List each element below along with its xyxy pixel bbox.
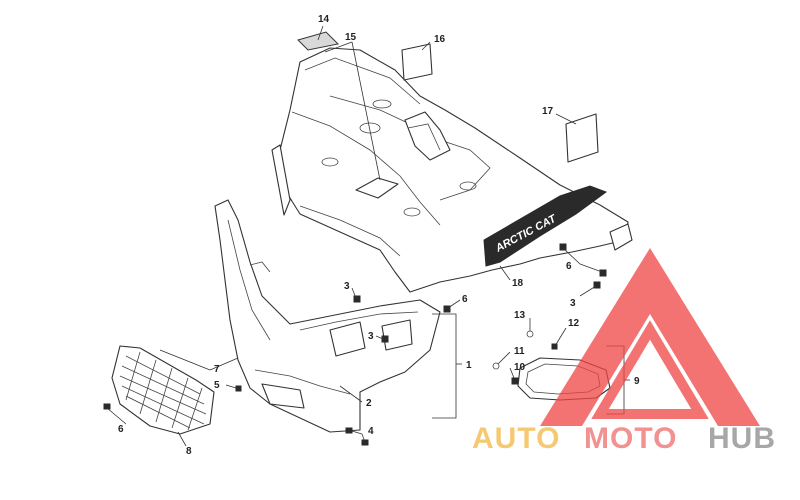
callout-10: 10 <box>514 362 526 373</box>
callout-18: 18 <box>512 278 524 289</box>
callout-13: 13 <box>514 310 526 321</box>
watermark-logo: AUTO MOTO HUB <box>472 248 776 455</box>
decal-part-16 <box>401 43 433 81</box>
side-decal-dark <box>483 185 608 267</box>
callout-11: 11 <box>514 346 525 357</box>
callout-3-right: 3 <box>570 298 576 309</box>
callout-8: 8 <box>186 446 192 457</box>
watermark-word-moto: MOTO <box>584 422 677 455</box>
callout-3-top: 3 <box>344 281 350 292</box>
callout-2: 2 <box>366 398 372 409</box>
callout-6-left: 6 <box>118 424 124 435</box>
leader-lines <box>106 25 630 447</box>
callout-15: 15 <box>345 32 357 43</box>
watermark-word-auto: AUTO <box>472 422 560 455</box>
callout-14: 14 <box>318 14 330 25</box>
callout-6-top: 6 <box>462 294 468 305</box>
callout-4: 4 <box>368 426 374 437</box>
callout-6-right: 6 <box>566 261 572 272</box>
callout-12: 12 <box>568 318 580 329</box>
callout-9: 9 <box>634 376 640 387</box>
vent-part-14 <box>297 31 340 51</box>
callout-16: 16 <box>434 34 446 45</box>
watermark-triangle-icon <box>540 248 760 426</box>
callout-3-mid: 3 <box>368 331 374 342</box>
callout-7: 7 <box>214 364 220 375</box>
hardware-parts <box>103 243 607 446</box>
front-bumper-part <box>214 199 441 433</box>
callout-17: 17 <box>542 106 554 117</box>
decal-part-17 <box>565 113 599 163</box>
callout-1: 1 <box>466 360 472 371</box>
callout-5: 5 <box>214 380 220 391</box>
grille-part <box>111 345 215 435</box>
front-fender-part: ARCTIC CAT <box>271 47 633 293</box>
callout-labels: 14 15 16 17 18 3 6 3 1 7 5 2 4 6 8 6 3 1… <box>118 14 640 457</box>
watermark-word-hub: HUB <box>708 422 776 455</box>
